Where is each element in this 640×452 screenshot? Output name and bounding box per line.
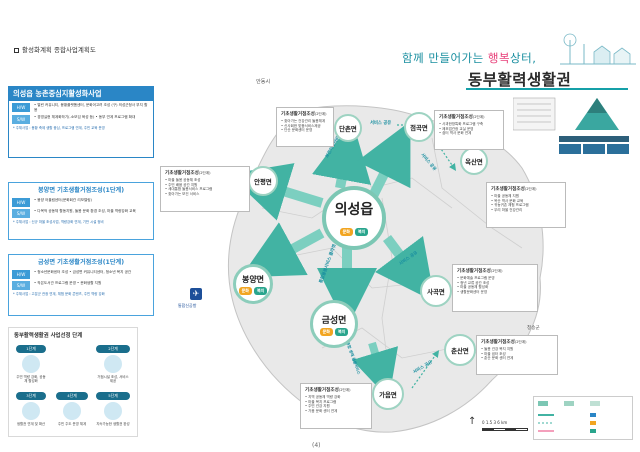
step-2: 2단계 거점시설 조성, 서비스 제공 <box>96 345 130 384</box>
title-underline <box>466 88 628 90</box>
callout-anpyeong: 기초생활거점조성(2단계) • 마을 돌봄 공동체 조성 • 주민 배움 공간 … <box>160 166 250 212</box>
bongyang-hw-row: H/W • 봉양 어울림센터(문화회관 리모델링) <box>12 198 150 207</box>
andong-label: 안동시 <box>256 79 271 85</box>
bongyang-panel: 봉양면 기초생활거점조성(1단계) H/W • 봉양 어울림센터(문화회관 리모… <box>8 182 154 240</box>
node-sagok[interactable]: 사곡면 <box>420 275 452 307</box>
callout-chunsan: 기초생활거점조성(2단계) • 돌봄 건강 복지 지원 • 마을 쉼터 조성 •… <box>476 335 558 375</box>
node-jeomgok[interactable]: 점곡면 <box>404 112 434 142</box>
scale-label: 0 1.5 3 6 km <box>482 420 508 425</box>
geumseong-sw-row: S/W • 작은도서관 프로그램 운영 • 문화생활 지원 <box>12 281 150 290</box>
step-1: 1단계 주민 역량 강화, 공동체 활성화 <box>16 345 46 384</box>
network-icon <box>22 402 40 420</box>
north-arrow-icon: ↑ <box>468 416 477 427</box>
callout-sagok: 기초생활거점조성(2단계) • 문화예술 프로그램 운영 • 청년 교류 공간 … <box>452 264 538 312</box>
callout-danchon: 기초생활거점조성(2단계) • 찾아가는 건강관리 돌봄체계 • 신사회한 맞춤… <box>276 107 334 147</box>
bongyang-sw-row: S/W • 다목적 공동체 활동지원, 돌봄 문화 환경 조성, 마을 역량강화… <box>12 209 150 218</box>
main-title: 동부활력생활권 <box>468 71 572 89</box>
node-oksan[interactable]: 옥산면 <box>460 147 488 175</box>
document-title: 활성화계획 종합사업계획도 <box>14 44 96 54</box>
node-anpyeong[interactable]: 안평면 <box>248 166 278 196</box>
airport-label: 통합신공항 <box>178 303 197 308</box>
project-panel: 의성읍 농촌중심지활성화사업 H/W • 열린 커뮤니티, 봉황플랫폼센터, 문… <box>8 86 154 158</box>
hierarchy-pyramid-diagram <box>513 97 629 154</box>
geumseong-hw-row: H/W • 청소년문화센터 조성 • 금성면 커뮤니티센터, 청소년 복지 공간 <box>12 270 150 279</box>
project-hw-row: H/W • 열린 커뮤니티, 봉황플랫폼센터, 문화어고려 조성 (구) 의성군… <box>12 103 150 113</box>
node-gaeum[interactable]: 가음면 <box>372 378 404 410</box>
community-icon <box>63 402 81 420</box>
slogan: 함께 만들어가는 행복상터, <box>402 51 537 65</box>
service-share-label-1: 서비스 공유 <box>370 121 392 126</box>
village-illustration-icon <box>560 33 636 65</box>
people-icon <box>22 355 40 373</box>
scale-bar <box>482 428 528 431</box>
node-danchon[interactable]: 단촌면 <box>334 114 362 142</box>
page-number: (4) <box>312 442 321 449</box>
map-legend <box>533 396 633 440</box>
village-icon <box>104 402 122 420</box>
cheongsong-label: 청송군 <box>527 326 540 331</box>
steps-title: 동부활력생활권 사업선정 단계 <box>14 333 83 339</box>
service-flow-arrows <box>228 120 457 399</box>
callout-jeomgok: 기초생활거점조성(2단계) • 사과한방특화 프로그램 구축 • 제조업관광 교… <box>434 110 504 150</box>
building-icon <box>104 355 122 373</box>
callout-gaeum: 기초생활거점조성(2단계) • 지역 공동체 역량 강화 • 마을 복지 프로그… <box>300 383 372 429</box>
airplane-icon: ✈ <box>190 288 202 300</box>
checkbox-square-icon <box>14 47 19 53</box>
step-4: 4단계 주민 주도 운영 체계 <box>56 392 88 426</box>
geumseong-panel: 금성면 기초생활거점조성(1단계) H/W • 청소년문화센터 조성 • 금성면… <box>8 254 154 316</box>
node-chunsan[interactable]: 춘산면 <box>444 334 476 366</box>
project-sw-row: S/W • 경영실현 체계화하기(-소모임 육성 등) • 동부 연계 프로그램… <box>12 115 150 124</box>
step-5: 5단계 지속가능한 생활권 완성 <box>96 392 130 426</box>
step-3: 3단계 생활권 연계 및 확산 <box>16 392 46 426</box>
callout-oksan: 기초생활거점조성(2단계) • 마을 공동체 지원 • 옥산 역사 문화 교육 … <box>486 182 566 228</box>
